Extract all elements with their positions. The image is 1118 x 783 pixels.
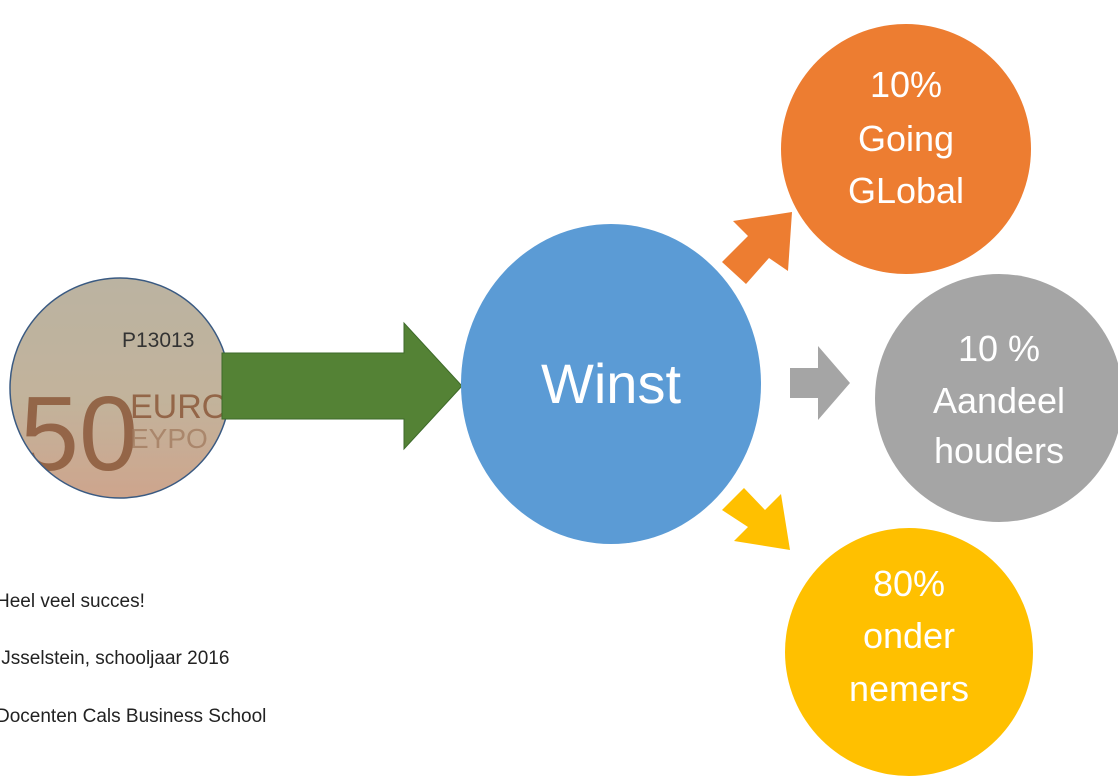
banknote-value: 50	[20, 375, 138, 493]
banknote-image: 50 EURO EYPO P13013	[10, 278, 230, 498]
main-arrow	[221, 321, 463, 451]
center-circle	[461, 224, 761, 544]
ondernemers-line-2: onder	[863, 615, 955, 656]
circle-aandeelhouders	[875, 274, 1118, 522]
branch-arrow-aandeelhouders	[790, 346, 850, 420]
ondernemers-line-1: 80%	[873, 563, 945, 604]
aandeelhouders-line-1: 10 %	[958, 328, 1040, 369]
banknote-serial: P13013	[122, 329, 194, 352]
center-label: Winst	[541, 352, 681, 415]
going-global-line-1: 10%	[870, 64, 942, 105]
ondernemers-line-3: nemers	[849, 668, 969, 709]
going-global-line-2: Going	[858, 118, 954, 159]
banknote-cyrillic: EYPO	[130, 423, 208, 454]
going-global-line-3: GLobal	[848, 170, 964, 211]
note-location-year: IJsselstein, schooljaar 2016	[0, 648, 230, 669]
circle-ondernemers	[785, 528, 1033, 776]
branch-arrow-going-global	[722, 212, 792, 284]
note-success: Heel veel succes!	[0, 591, 145, 612]
note-teachers: Docenten Cals Business School	[0, 706, 267, 727]
branch-arrow-ondernemers	[722, 488, 790, 550]
aandeelhouders-line-3: houders	[934, 430, 1064, 471]
aandeelhouders-line-2: Aandeel	[933, 380, 1065, 421]
banknote-currency: EURO	[130, 388, 228, 426]
circle-going-global	[781, 24, 1031, 274]
